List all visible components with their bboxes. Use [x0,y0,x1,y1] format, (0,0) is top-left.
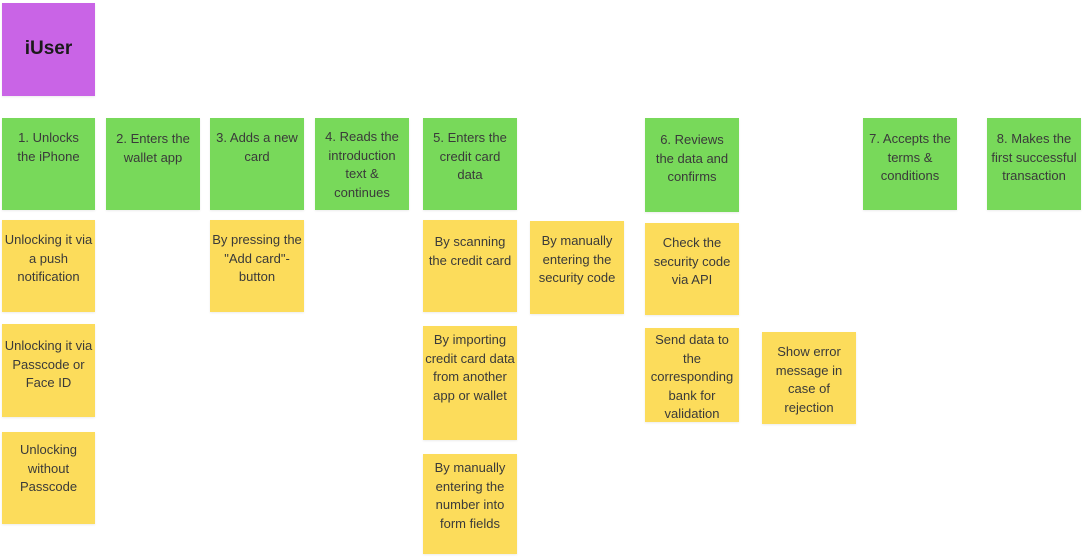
step-2-label: 2. Enters the wallet app [116,131,190,165]
step-6-label: 6. Reviews the data and confirms [655,132,729,184]
step-1-label: 1. Unlocks the iPhone [17,130,80,164]
detail-manual-number[interactable]: By manually entering the number into for… [423,454,517,554]
detail-error-message[interactable]: Show error message in case of rejection [762,332,856,424]
step-4-label: 4. Reads the introduction text & continu… [325,129,399,200]
persona-card[interactable]: iUser [2,3,95,96]
step-8-label: 8. Makes the first successful transactio… [991,131,1077,183]
detail-manual-number-label: By manually entering the number into for… [434,460,506,531]
step-5-label: 5. Enters the credit card data [433,130,507,182]
detail-security-code-manual-label: By manually entering the security code [538,233,616,285]
detail-security-code-manual[interactable]: By manually entering the security code [530,221,624,314]
detail-send-bank[interactable]: Send data to the corresponding bank for … [645,328,739,422]
detail-check-security[interactable]: Check the security code via API [645,223,739,315]
detail-send-bank-label: Send data to the corresponding bank for … [650,332,734,421]
detail-unlock-without-label: Unlocking without Passcode [19,442,78,494]
detail-scan-card[interactable]: By scanning the credit card [423,220,517,312]
detail-unlock-push[interactable]: Unlocking it via a push notification [2,220,95,312]
detail-add-card-button-label: By pressing the "Add card"-button [212,232,302,284]
step-3-label: 3. Adds a new card [216,130,298,164]
step-4-reads-intro[interactable]: 4. Reads the introduction text & continu… [315,118,409,210]
detail-import-card[interactable]: By importing credit card data from anoth… [423,326,517,440]
step-3-adds-card[interactable]: 3. Adds a new card [210,118,304,210]
step-6-reviews-data[interactable]: 6. Reviews the data and confirms [645,118,739,212]
detail-add-card-button[interactable]: By pressing the "Add card"-button [210,220,304,312]
step-1-unlocks-iphone[interactable]: 1. Unlocks the iPhone [2,118,95,210]
step-2-enters-wallet[interactable]: 2. Enters the wallet app [106,118,200,210]
persona-label: iUser [24,38,73,60]
step-7-label: 7. Accepts the terms & conditions [869,131,951,183]
step-8-first-transaction[interactable]: 8. Makes the first successful transactio… [987,118,1081,210]
detail-scan-card-label: By scanning the credit card [428,234,512,268]
detail-import-card-label: By importing credit card data from anoth… [425,332,515,403]
detail-unlock-without[interactable]: Unlocking without Passcode [2,432,95,524]
detail-unlock-passcode-label: Unlocking it via Passcode or Face ID [4,338,93,390]
step-5-enters-card-data[interactable]: 5. Enters the credit card data [423,118,517,210]
detail-check-security-label: Check the security code via API [653,235,731,287]
detail-unlock-passcode[interactable]: Unlocking it via Passcode or Face ID [2,324,95,417]
step-7-accepts-terms[interactable]: 7. Accepts the terms & conditions [863,118,957,210]
detail-error-message-label: Show error message in case of rejection [775,344,843,415]
detail-unlock-push-label: Unlocking it via a push notification [4,232,93,284]
